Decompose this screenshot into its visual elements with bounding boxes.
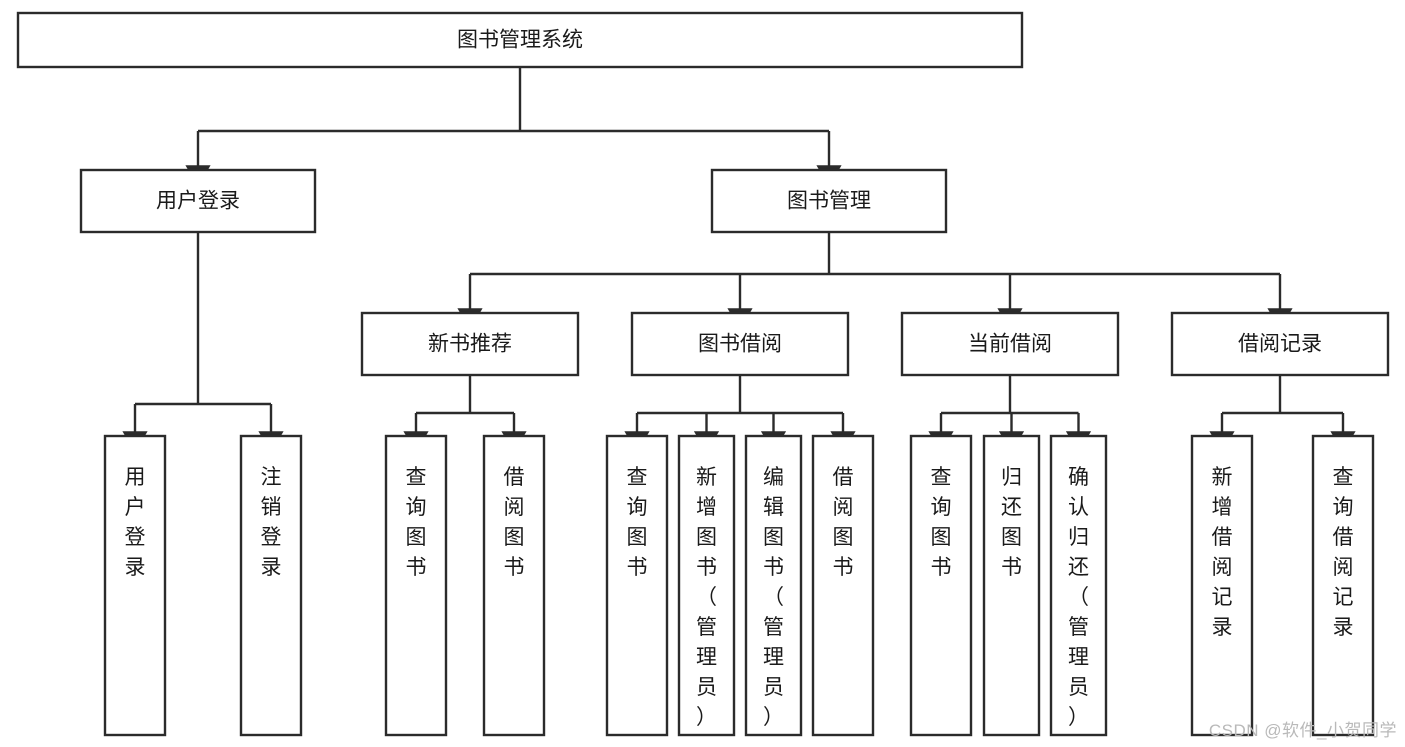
module-node[interactable]: 用户登录 [79, 168, 317, 234]
submodule-label: 借阅记录 [1238, 333, 1322, 356]
leaf-label: 借阅图书 [504, 466, 525, 579]
root-box[interactable] [16, 11, 1024, 69]
leaf-box[interactable] [677, 434, 736, 737]
leaf-box[interactable] [1190, 434, 1254, 737]
leaf-box[interactable] [239, 434, 303, 737]
leaf-label: 查询借阅记录 [1333, 466, 1354, 639]
leaf-node[interactable]: 查询图书 [605, 434, 669, 737]
leaf-label: 确认归还（管理员） [1068, 466, 1089, 729]
submodule-label: 新书推荐 [428, 333, 512, 356]
leaf-node[interactable]: 借阅图书 [482, 434, 546, 737]
module-box[interactable] [79, 168, 317, 234]
submodule-node[interactable]: 图书借阅 [630, 311, 850, 377]
leaf-node[interactable]: 确认归还（管理员） [1049, 434, 1108, 737]
leaf-node[interactable]: 新增图书（管理员） [677, 434, 736, 737]
module-label: 用户登录 [156, 190, 240, 213]
module-box[interactable] [710, 168, 948, 234]
module-node[interactable]: 图书管理 [710, 168, 948, 234]
submodule-node[interactable]: 新书推荐 [360, 311, 580, 377]
submodule-box[interactable] [900, 311, 1120, 377]
leaf-label: 查询图书 [931, 466, 952, 579]
leaf-label: 新增借阅记录 [1212, 466, 1233, 639]
edge-layer [122, 67, 1356, 453]
submodule-node[interactable]: 当前借阅 [900, 311, 1120, 377]
module-label: 图书管理 [787, 190, 871, 213]
leaf-box[interactable] [103, 434, 167, 737]
leaf-label: 查询图书 [627, 466, 648, 579]
leaf-node[interactable]: 归还图书 [982, 434, 1041, 737]
leaf-box[interactable] [605, 434, 669, 737]
leaf-box[interactable] [1311, 434, 1375, 737]
leaf-node[interactable]: 查询借阅记录 [1311, 434, 1375, 737]
submodule-box[interactable] [1170, 311, 1390, 377]
node-layer: 图书管理系统用户登录图书管理新书推荐图书借阅当前借阅借阅记录用户登录注销登录查询… [16, 11, 1390, 737]
csdn-watermark: CSDN @软件_小贺同学 [1208, 721, 1397, 740]
submodule-label: 当前借阅 [968, 333, 1052, 356]
leaf-node[interactable]: 借阅图书 [811, 434, 875, 737]
leaf-label: 用户登录 [125, 466, 146, 579]
leaf-box[interactable] [482, 434, 546, 737]
leaf-box[interactable] [1049, 434, 1108, 737]
leaf-label: 查询图书 [406, 466, 427, 579]
submodule-label: 图书借阅 [698, 333, 782, 356]
leaf-box[interactable] [384, 434, 448, 737]
leaf-node[interactable]: 注销登录 [239, 434, 303, 737]
leaf-label: 归还图书 [1001, 466, 1022, 579]
leaf-box[interactable] [982, 434, 1041, 737]
leaf-label: 新增图书（管理员） [696, 466, 717, 729]
leaf-box[interactable] [744, 434, 803, 737]
submodule-box[interactable] [630, 311, 850, 377]
submodule-box[interactable] [360, 311, 580, 377]
leaf-label: 编辑图书（管理员） [763, 466, 784, 729]
submodule-node[interactable]: 借阅记录 [1170, 311, 1390, 377]
leaf-node[interactable]: 查询图书 [384, 434, 448, 737]
leaf-label: 注销登录 [261, 466, 282, 579]
leaf-node[interactable]: 编辑图书（管理员） [744, 434, 803, 737]
root-node[interactable]: 图书管理系统 [16, 11, 1024, 69]
leaf-box[interactable] [909, 434, 973, 737]
leaf-node[interactable]: 用户登录 [103, 434, 167, 737]
root-label: 图书管理系统 [457, 29, 583, 52]
leaf-label: 借阅图书 [833, 466, 854, 579]
leaf-box[interactable] [811, 434, 875, 737]
leaf-node[interactable]: 查询图书 [909, 434, 973, 737]
leaf-node[interactable]: 新增借阅记录 [1190, 434, 1254, 737]
